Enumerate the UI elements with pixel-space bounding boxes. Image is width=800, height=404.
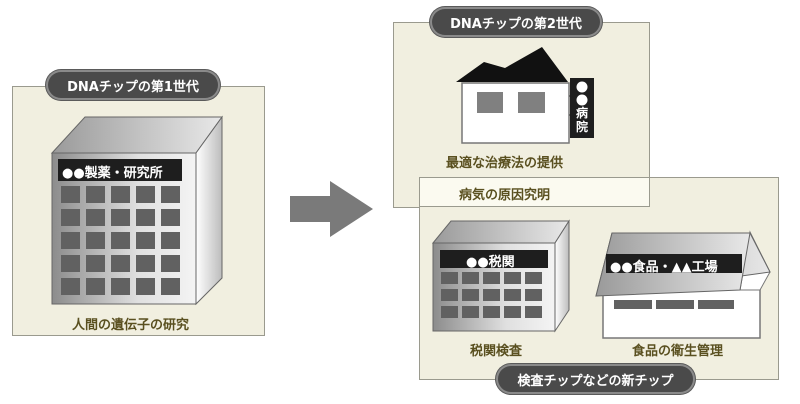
window bbox=[61, 186, 80, 203]
generation1-title: DNAチップの第1世代 bbox=[48, 72, 218, 98]
window bbox=[161, 209, 180, 226]
window bbox=[86, 186, 105, 203]
new-chips-title: 検査チップなどの新チップ bbox=[498, 366, 693, 392]
window bbox=[111, 232, 130, 249]
window bbox=[61, 209, 80, 226]
window bbox=[483, 272, 500, 284]
customs-sign: ●●税関 bbox=[466, 255, 515, 270]
hospital-sign-label: 病 院 bbox=[575, 106, 588, 134]
window bbox=[161, 186, 180, 203]
window bbox=[111, 255, 130, 272]
window bbox=[483, 306, 500, 318]
customs-caption: 税関検査 bbox=[470, 344, 523, 359]
window bbox=[86, 209, 105, 226]
new-chips-header-box bbox=[419, 177, 650, 207]
window bbox=[483, 289, 500, 301]
window bbox=[504, 289, 521, 301]
window bbox=[111, 209, 130, 226]
new-chips-header: 病気の原因究明 bbox=[459, 188, 551, 203]
factory-caption: 食品の衛生管理 bbox=[632, 344, 724, 359]
window bbox=[86, 232, 105, 249]
window bbox=[136, 186, 155, 203]
generation1-building-sign: ●●製薬・研究所 bbox=[62, 166, 163, 181]
window bbox=[161, 278, 180, 295]
window bbox=[161, 232, 180, 249]
window bbox=[111, 186, 130, 203]
window bbox=[525, 272, 542, 284]
window bbox=[525, 306, 542, 318]
window bbox=[462, 306, 479, 318]
window bbox=[136, 209, 155, 226]
window bbox=[86, 278, 105, 295]
window bbox=[441, 272, 458, 284]
window bbox=[61, 255, 80, 272]
window bbox=[504, 306, 521, 318]
window bbox=[525, 289, 542, 301]
window bbox=[504, 272, 521, 284]
window bbox=[61, 232, 80, 249]
arrow-icon bbox=[290, 181, 373, 237]
window bbox=[61, 278, 80, 295]
window bbox=[136, 278, 155, 295]
factory-sign: ●●食品・▲▲工場 bbox=[610, 260, 718, 275]
window bbox=[462, 272, 479, 284]
window bbox=[111, 278, 130, 295]
window bbox=[462, 289, 479, 301]
window bbox=[86, 255, 105, 272]
generation1-caption: 人間の遺伝子の研究 bbox=[72, 318, 190, 333]
window bbox=[441, 289, 458, 301]
window bbox=[161, 255, 180, 272]
window bbox=[136, 255, 155, 272]
window bbox=[136, 232, 155, 249]
generation2-caption: 最適な治療法の提供 bbox=[446, 156, 564, 171]
generation2-title: DNAチップの第2世代 bbox=[432, 9, 600, 35]
window bbox=[441, 306, 458, 318]
